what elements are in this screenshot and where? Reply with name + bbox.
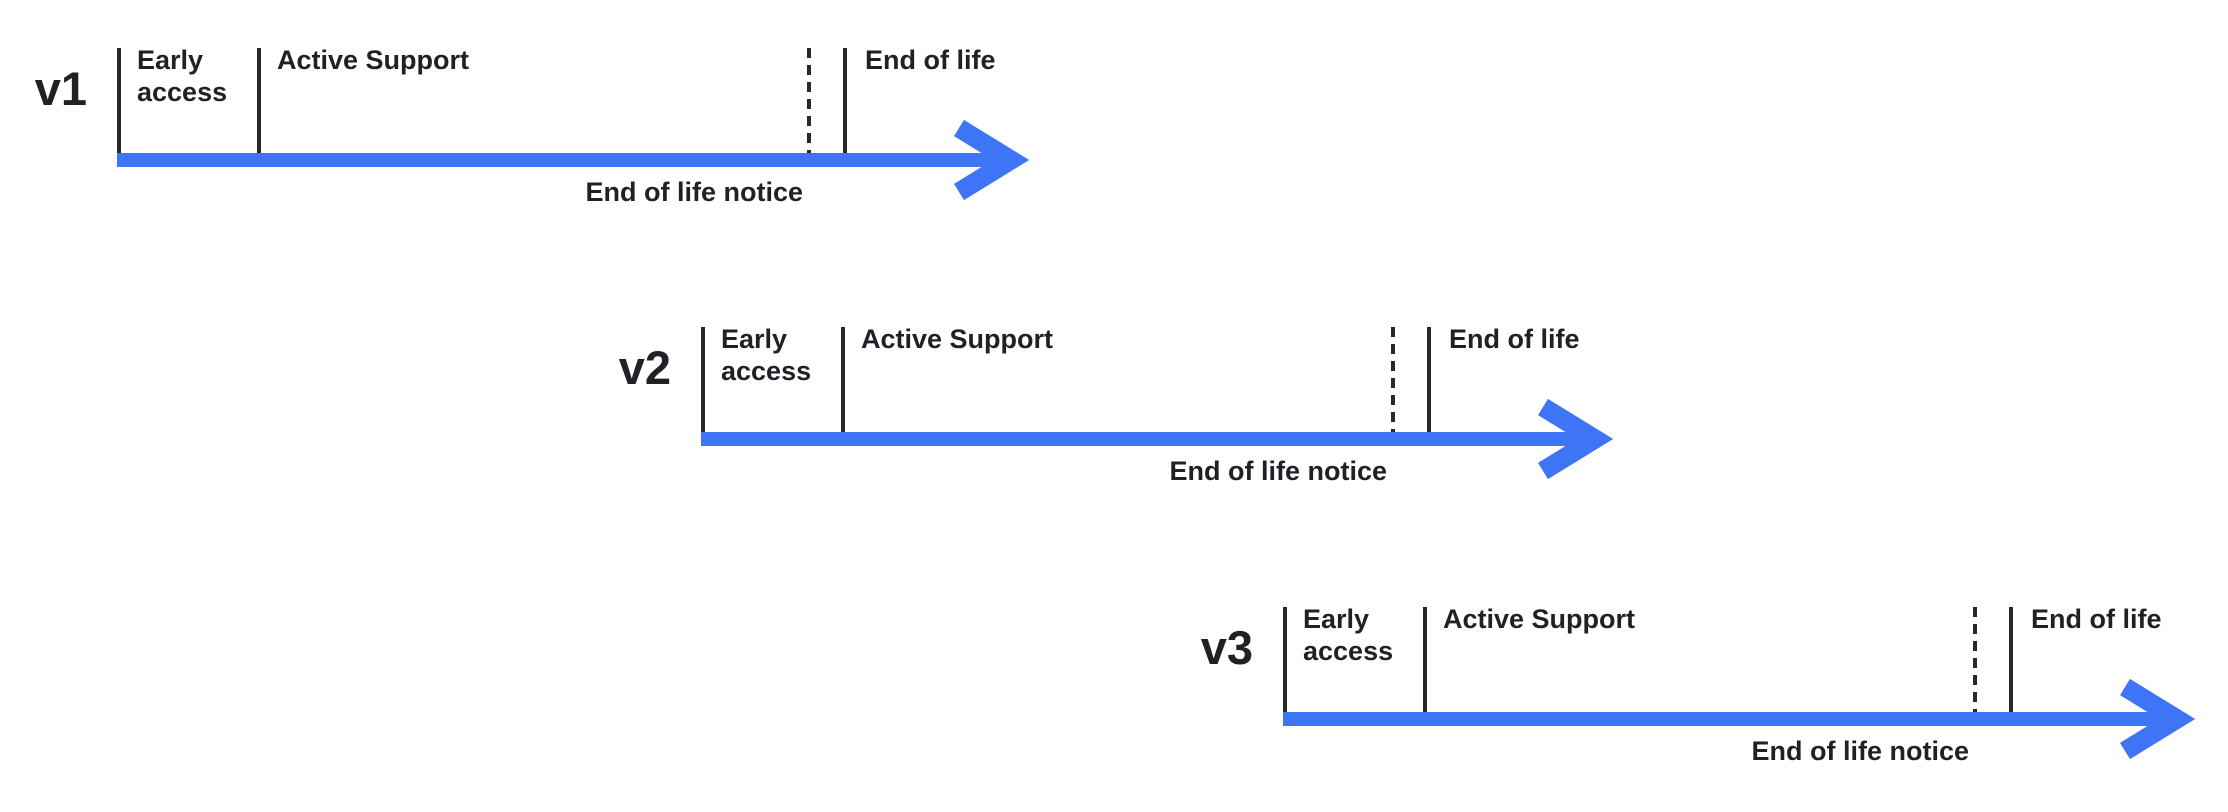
eol-notice-tick-dashed xyxy=(1973,607,1977,712)
arrowhead-icon xyxy=(2120,678,2195,760)
eol-notice-label: End of life notice xyxy=(1751,736,1969,766)
early-access-label: Early access xyxy=(137,45,228,108)
version-label: v2 xyxy=(618,341,671,394)
arrowhead-icon xyxy=(954,119,1029,201)
early-access-start-tick xyxy=(117,48,121,153)
active-support-start-tick xyxy=(841,327,845,432)
timeline-v1: v1 Early access Active Support End of li… xyxy=(35,45,1077,223)
end-of-life-tick xyxy=(843,48,847,153)
timeline-v3: v3 Early access Active Support End of li… xyxy=(1201,604,2228,782)
end-of-life-tick xyxy=(2009,607,2013,712)
early-access-label: Early access xyxy=(1303,604,1394,667)
eol-notice-tick-dashed xyxy=(807,48,811,153)
timeline-bar xyxy=(701,432,1587,446)
version-label: v1 xyxy=(34,62,87,115)
end-of-life-label: End of life xyxy=(1449,324,1580,354)
active-support-label: Active Support xyxy=(861,324,1054,354)
end-of-life-label: End of life xyxy=(865,45,996,75)
eol-notice-tick-dashed xyxy=(1391,327,1395,432)
arrowhead-icon xyxy=(1538,398,1613,480)
active-support-start-tick xyxy=(1423,607,1427,712)
active-support-label: Active Support xyxy=(1443,604,1636,634)
active-support-start-tick xyxy=(257,48,261,153)
version-label: v3 xyxy=(1200,621,1253,674)
timeline-bar xyxy=(1283,712,2169,726)
end-of-life-tick xyxy=(1427,327,1431,432)
eol-notice-label: End of life notice xyxy=(585,177,803,207)
timeline-v2: v2 Early access Active Support End of li… xyxy=(619,324,1661,502)
active-support-label: Active Support xyxy=(277,45,470,75)
timeline-bar xyxy=(117,153,1003,167)
early-access-start-tick xyxy=(1283,607,1287,712)
early-access-start-tick xyxy=(701,327,705,432)
eol-notice-label: End of life notice xyxy=(1169,456,1387,486)
end-of-life-label: End of life xyxy=(2031,604,2162,634)
early-access-label: Early access xyxy=(721,324,812,387)
